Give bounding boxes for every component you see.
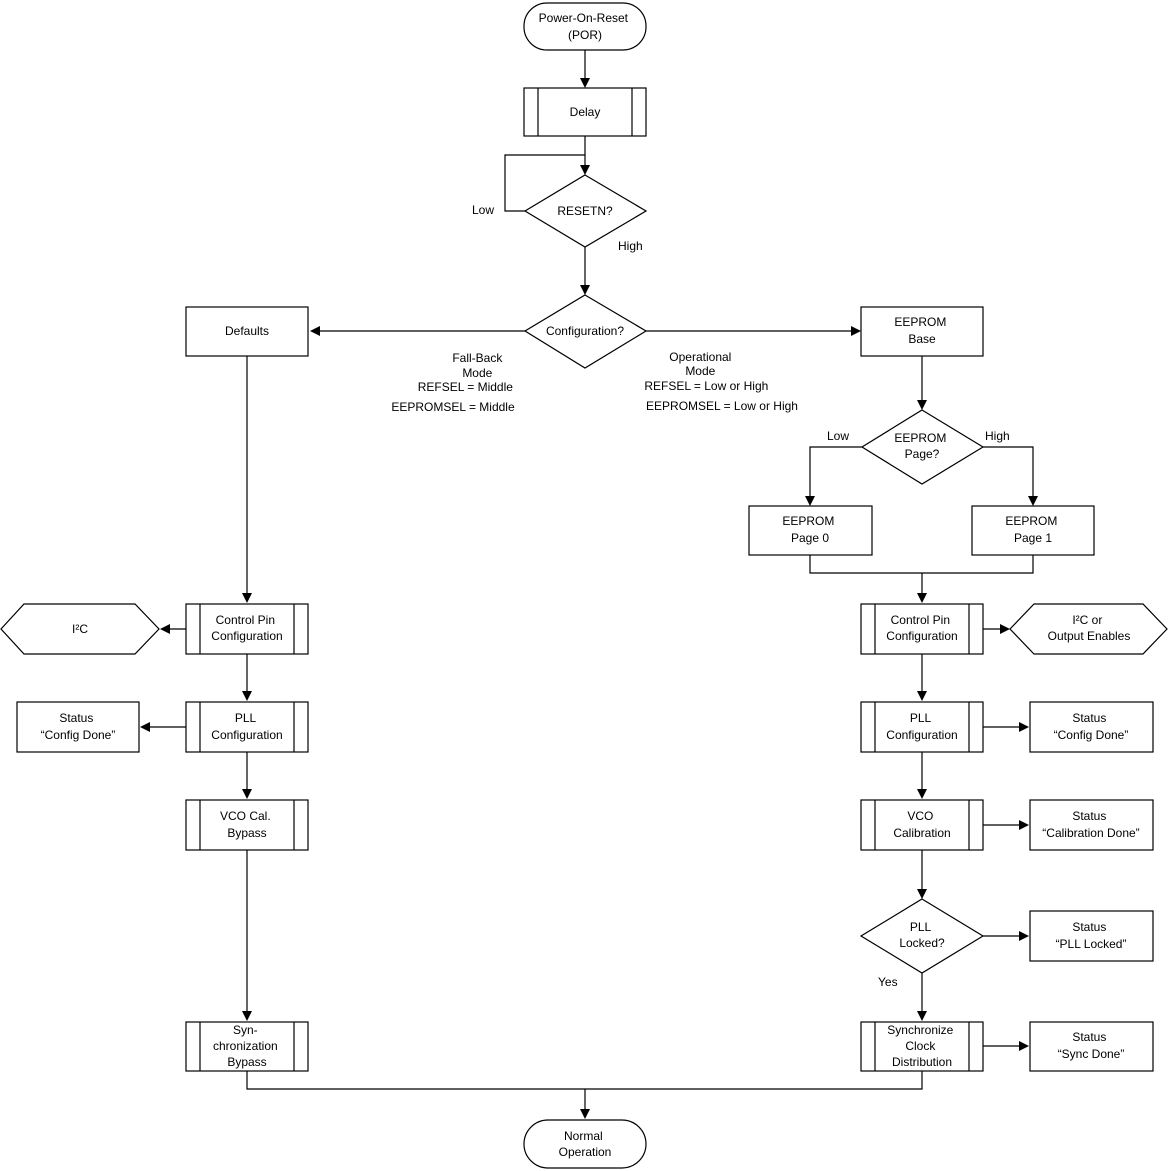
arrowhead-down xyxy=(242,691,252,701)
page-low-label: Low xyxy=(827,429,849,443)
arrowhead-down xyxy=(917,400,927,410)
locked-yes-label: Yes xyxy=(878,975,898,989)
arrowhead-right xyxy=(1000,624,1010,634)
resetn-label: RESETN? xyxy=(557,204,613,218)
por-label: Power-On-Reset (POR) xyxy=(539,11,632,42)
resetn-decision-shape xyxy=(523,174,648,248)
delay-label: Delay xyxy=(570,105,601,119)
arrowhead-left xyxy=(310,326,320,336)
status-cal-box xyxy=(1029,799,1154,851)
fallback-mode-label: Fall-Back Mode REFSEL = Middle EEPROMSEL… xyxy=(391,351,516,414)
status-sync-label: Status “Sync Done” xyxy=(1058,1030,1125,1061)
eeprom-base-box xyxy=(860,306,984,357)
i2c-left-label: I²C xyxy=(72,622,88,636)
eeprom-page1-box xyxy=(971,505,1095,556)
delay-process-shape xyxy=(523,87,647,137)
ctrl-pin-right-label: Control Pin Configuration xyxy=(886,613,957,643)
arrowhead-down xyxy=(917,1011,927,1021)
pll-cfg-left-process-shape xyxy=(185,701,309,753)
vco-bypass-label: VCO Cal. Bypass xyxy=(220,809,274,840)
i2c-right-label: I²C or Output Enables xyxy=(1048,613,1131,643)
arrowhead-down xyxy=(242,593,252,603)
arrowhead-down xyxy=(1028,496,1038,506)
defaults-box xyxy=(185,306,309,357)
status-locked-label: Status “PLL Locked” xyxy=(1056,920,1127,951)
pll-cfg-right-process-shape xyxy=(860,701,984,753)
arrowhead-left xyxy=(160,624,170,634)
arrowhead-down xyxy=(580,1109,590,1119)
status-cfg-right-label: Status “Config Done” xyxy=(1054,711,1129,742)
sync-clock-process-shape xyxy=(860,1021,984,1072)
arrowhead-down xyxy=(242,789,252,799)
i2c-right-display-shape xyxy=(1009,603,1168,655)
arrowhead-down xyxy=(580,165,590,175)
resetn-low-label: Low xyxy=(472,203,494,217)
arrowhead-right xyxy=(851,326,861,336)
ctrl-pin-left-label: Control Pin Configuration xyxy=(211,613,282,643)
arrowhead-left xyxy=(140,722,150,732)
ctrl-pin-left-process-shape xyxy=(185,603,309,655)
arrowhead-right xyxy=(1019,931,1029,941)
arrowhead-down xyxy=(805,496,815,506)
i2c-left-display-shape xyxy=(0,603,160,655)
edge-final-merge xyxy=(246,1071,923,1111)
edge-labels: Low High Fall-Back Mode REFSEL = Middle … xyxy=(391,203,1009,989)
arrowhead-right xyxy=(1019,722,1029,732)
ctrl-pin-right-process-shape xyxy=(860,603,984,655)
resetn-high-label: High xyxy=(618,239,643,253)
arrowhead-down xyxy=(917,593,927,603)
arrowheads xyxy=(140,78,1038,1119)
node-labels: Power-On-Reset (POR) Delay RESETN? Confi… xyxy=(41,11,1140,1159)
pll-cfg-left-label: PLL Configuration xyxy=(211,711,282,742)
sync-bypass-label: Syn- chronization Bypass xyxy=(213,1023,281,1069)
arrowhead-down xyxy=(917,691,927,701)
vco-cal-label: VCO Calibration xyxy=(893,809,950,840)
defaults-label: Defaults xyxy=(225,324,269,338)
por-terminal-shape xyxy=(523,2,647,51)
arrowhead-down xyxy=(917,789,927,799)
status-cfg-right-box xyxy=(1029,701,1154,753)
arrowhead-down xyxy=(242,1011,252,1021)
normal-operation-label: Normal Operation xyxy=(559,1129,612,1159)
eeprom-page0-label: EEPROM Page 0 xyxy=(782,514,837,545)
vco-cal-process-shape xyxy=(860,799,984,851)
status-sync-box xyxy=(1029,1021,1154,1072)
status-cal-label: Status “Calibration Done” xyxy=(1042,809,1139,840)
vco-bypass-process-shape xyxy=(185,799,309,851)
arrowhead-down xyxy=(580,78,590,88)
eeprom-page-q-label: EEPROM Page? xyxy=(894,431,949,461)
edge-resetn-low-loop xyxy=(504,154,585,212)
arrowhead-right xyxy=(1019,820,1029,830)
sync-bypass-process-shape xyxy=(185,1021,309,1072)
configuration-label: Configuration? xyxy=(546,324,624,338)
operational-mode-label: Operational Mode REFSEL = Low or High EE… xyxy=(644,350,798,413)
status-cfg-left-box xyxy=(16,701,140,753)
status-locked-box xyxy=(1029,910,1154,962)
eeprom-page0-box xyxy=(748,505,873,556)
edge-pages-merge xyxy=(809,555,1034,595)
normal-operation-terminal-shape xyxy=(523,1119,647,1169)
pll-locked-decision-shape xyxy=(859,898,985,974)
eeprom-base-label: EEPROM Base xyxy=(894,315,949,346)
pll-locked-q-label: PLL Locked? xyxy=(899,920,945,950)
edge-page-q-high xyxy=(983,446,1034,498)
status-cfg-left-label: Status “Config Done” xyxy=(41,711,116,742)
edge-page-q-low xyxy=(809,446,862,498)
edges xyxy=(148,50,1034,1111)
configuration-decision-shape xyxy=(523,294,648,369)
arrowhead-down xyxy=(580,285,590,295)
eeprom-page1-label: EEPROM Page 1 xyxy=(1005,514,1060,545)
arrowhead-right xyxy=(1019,1041,1029,1051)
eeprom-page-decision-shape xyxy=(860,409,985,485)
sync-clock-label: Synchronize Clock Distribution xyxy=(887,1023,956,1069)
pll-cfg-right-label: PLL Configuration xyxy=(886,711,957,742)
arrowhead-down xyxy=(917,889,927,899)
page-high-label: High xyxy=(985,429,1010,443)
